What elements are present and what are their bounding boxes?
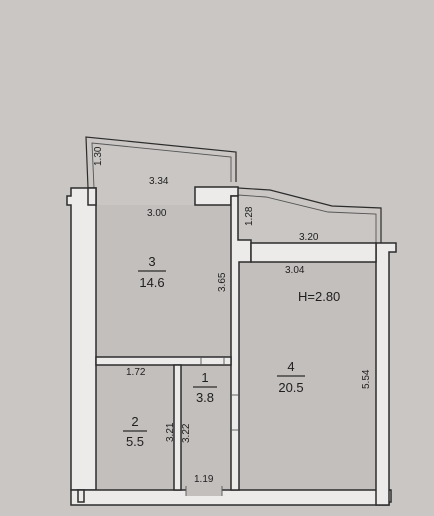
wall-partition-horizontal [95,356,232,366]
dim-room1-width: 1.19 [194,474,214,485]
room-2-area: 5.5 [126,434,144,449]
wall-top-room3 [87,187,97,206]
dim-niche: 1.28 [244,206,255,226]
dim-room4-width: 3.04 [285,265,305,276]
dim-room4-length: 5.54 [361,369,372,389]
dim-room3-length: 3.65 [217,272,228,292]
balcony-right [237,187,382,243]
room-4-number: 4 [287,359,294,374]
dim-balcony-width: 3.34 [149,176,169,187]
room-1-area: 3.8 [196,390,214,405]
wall-partition-vertical [173,364,182,491]
dim-balcony2-width: 3.20 [299,232,319,243]
room-3-area: 14.6 [139,275,164,290]
room-1-number: 1 [201,370,208,385]
dim-balcony-depth: 1.30 [93,146,104,166]
ceiling-height: H=2.80 [298,289,340,304]
room-3-number: 3 [148,254,155,269]
wall-left [66,187,97,491]
room-4-area: 20.5 [278,380,303,395]
dim-room2-width: 1.72 [126,367,146,378]
wall-top-room4 [250,242,377,263]
wall-bottom [70,489,390,506]
balcony-left [85,136,237,189]
wall-right [375,242,397,506]
room-2-number: 2 [131,414,138,429]
dim-room2-length: 3.21 [165,422,176,442]
dim-room1-length: 3.22 [181,423,192,443]
dim-room3-width: 3.00 [147,208,167,219]
